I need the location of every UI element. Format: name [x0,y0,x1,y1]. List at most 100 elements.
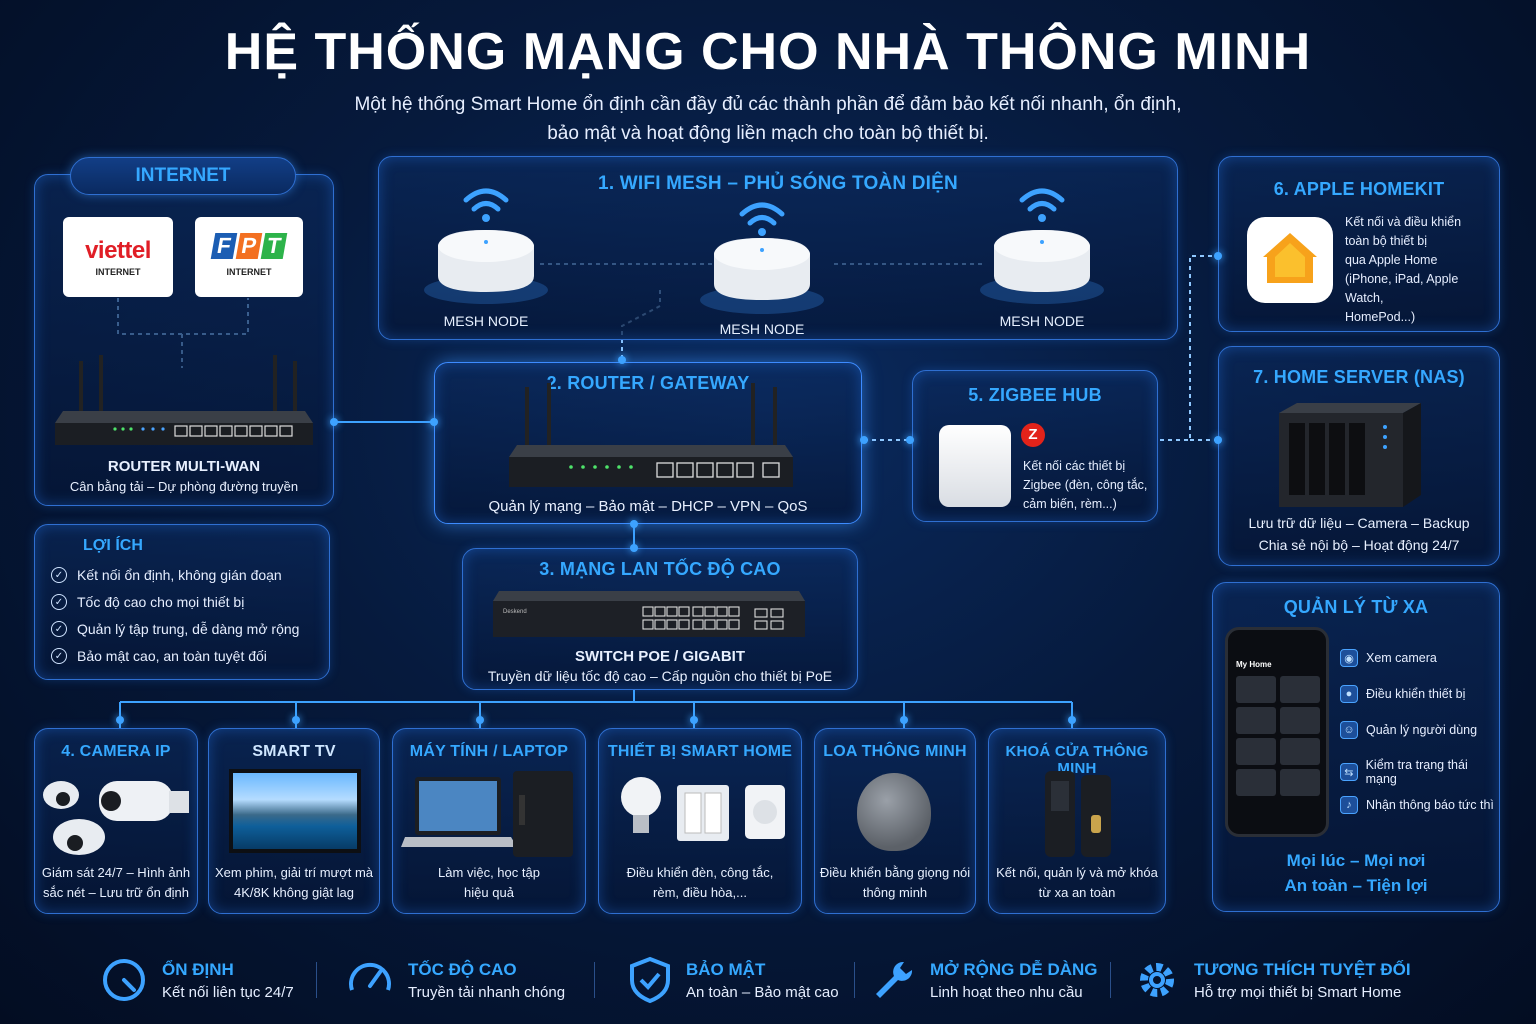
homekit-desc-2: toàn bộ thiết bị [1345,234,1428,248]
device-desc-1: Điều khiển bằng giọng nói [819,865,971,880]
connector-dot [476,716,484,724]
connector-dot [1068,716,1076,724]
benefits-title: LỢI ÍCH [83,537,143,554]
device-desc-2: từ xa an toàn [1038,885,1116,900]
switch-brand: Deskend [503,609,527,615]
zigbee-hub-device [939,425,1011,507]
connector-dot [618,356,626,364]
zigbee-desc-2: Zigbee (đèn, công tắc, [1023,478,1148,492]
mesh-node-label: MESH NODE [443,313,529,329]
lan-panel: 3. MẠNG LAN TỐC ĐỘ CAO Deskend SWITCH PO… [462,548,858,690]
nas-desc-1: Lưu trữ dữ liệu – Camera – Backup [1248,515,1470,531]
device-title: MÁY TÍNH / LAPTOP [409,743,569,760]
device-title: LOA THÔNG MINH [823,743,967,760]
benefit-item: ✓Bảo mật cao, an toàn tuyệt đối [51,648,267,664]
connector-dot [906,436,914,444]
internet-panel: INTERNET viettel INTERNET F P T INTERNET… [34,157,334,506]
nas-desc-2: Chia sẻ nội bộ – Hoạt động 24/7 [1258,537,1460,553]
page-title: HỆ THỐNG MẠNG CHO NHÀ THÔNG MINH [224,23,1312,81]
device-speaker: LOA THÔNG MINH Điều khiển bằng giọng nói… [814,728,976,914]
benefit-item: ✓Kết nối ổn định, không gián đoạn [51,567,282,583]
multiwan-router-title: ROUTER MULTI-WAN [107,458,261,475]
smart-speaker-icon [857,773,931,851]
router-gateway-panel: 2. ROUTER / GATEWAY Quản lý mạng – Bảo m… [434,362,862,524]
check-icon: ✓ [51,567,67,583]
feature-desc: Linh hoạt theo nhu cầu [930,983,1083,1001]
feature-divider [594,962,595,998]
remote-title: QUẢN LÝ TỪ XA [1283,597,1429,617]
device-desc-1: Giám sát 24/7 – Hình ảnh [41,865,191,880]
phone-header: My Home [1236,660,1272,669]
fpt-logo: F P T INTERNET [195,217,303,297]
bell-icon: ♪ [1340,796,1358,814]
remote-item: ⇆Kiểm tra trạng thái mạng [1340,758,1499,786]
feature-title: TƯƠNG THÍCH TUYỆT ĐỐI [1194,959,1411,979]
connector-dot [860,436,868,444]
device-desc-2: hiệu quả [464,885,514,900]
camera-icon [43,781,189,855]
benefit-item: ✓Quản lý tập trung, dễ dàng mở rộng [51,621,299,637]
homekit-desc-1: Kết nối và điều khiển [1345,215,1462,229]
connector-dot [430,418,438,426]
nas-icon [1279,403,1421,507]
device-desc-2: 4K/8K không giật lag [234,885,354,900]
speedometer-icon [103,959,145,1001]
internet-tab: INTERNET [70,157,296,195]
mesh-node-label: MESH NODE [719,321,805,337]
switch-desc: Truyền dữ liệu tốc độ cao – Cấp nguồn ch… [487,668,833,684]
feature-desc: Truyền tải nhanh chóng [408,983,566,1001]
bulb-icon: ● [1340,685,1358,703]
zigbee-logo-icon: Z [1021,423,1045,447]
homekit-desc-5: HomePod...) [1345,310,1416,324]
router-icon [509,383,793,487]
shield-icon [630,956,670,1004]
connector-dot [292,716,300,724]
homekit-desc-3: qua Apple Home [1345,253,1438,267]
internet-tab-label: INTERNET [135,165,231,186]
connector-dot [630,520,638,528]
wifi-mesh-title: 1. WIFI MESH – PHỦ SÓNG TOÀN DIỆN [598,173,958,194]
remote-tagline-2: An toàn – Tiện lợi [1284,876,1428,895]
feature-divider [1110,962,1111,998]
connector-dot [330,418,338,426]
device-desc-1: Kết nối, quản lý và mở khóa [996,865,1158,880]
mesh-node-2: MESH NODE [700,192,824,342]
remote-item: ☺Quản lý người dùng [1340,721,1477,739]
multiwan-router-desc: Cân bằng tải – Dự phòng đường truyền [69,479,299,494]
feature-desc: Kết nối liên tục 24/7 [162,983,294,1001]
viettel-logo: viettel INTERNET [63,217,173,297]
mesh-node-1: MESH NODE [424,178,548,329]
feature-divider [854,962,855,998]
remote-panel: QUẢN LÝ TỪ XA My Home ◉Xem camera ●Điều … [1212,582,1500,912]
homekit-desc-4: (iPhone, iPad, Apple Watch, [1345,272,1459,305]
nas-panel: 7. HOME SERVER (NAS) Lưu trữ dữ liệu – C… [1218,346,1500,566]
mesh-node-3: MESH NODE [980,178,1104,329]
apple-home-icon [1247,217,1333,303]
feature-speed: TỐC ĐỘ CAO Truyền tải nhanh chóng [346,952,565,1008]
device-desc-2: thông minh [862,885,928,900]
check-icon: ✓ [51,594,67,610]
tv-icon [229,769,361,853]
device-desc-1: Làm việc, học tập [438,865,540,880]
lan-title: 3. MẠNG LAN TỐC ĐỘ CAO [539,559,781,579]
homekit-panel: 6. APPLE HOMEKIT Kết nối và điều khiển t… [1218,156,1500,332]
camera-icon: ◉ [1340,649,1358,667]
device-title: THIẾT BỊ SMART HOME [607,743,793,760]
connector-dot [900,716,908,724]
connector-dot [630,544,638,552]
device-desc-2: sắc nét – Lưu trữ ổn định [42,885,190,900]
smart-lock-icon [1045,771,1111,857]
feature-title: TỐC ĐỘ CAO [408,959,517,979]
feature-title: ỔN ĐỊNH [162,959,234,979]
check-icon: ✓ [51,621,67,637]
feature-desc: An toàn – Bảo mật cao [686,983,839,1001]
remote-tagline-1: Mọi lúc – Mọi nơi [1286,851,1426,870]
remote-item: ●Điều khiển thiết bị [1340,685,1465,703]
wifi-icon [424,188,548,304]
mesh-node-label: MESH NODE [999,313,1085,329]
laptop-icon [401,771,573,857]
benefit-item: ✓Tốc độ cao cho mọi thiết bị [51,594,244,610]
